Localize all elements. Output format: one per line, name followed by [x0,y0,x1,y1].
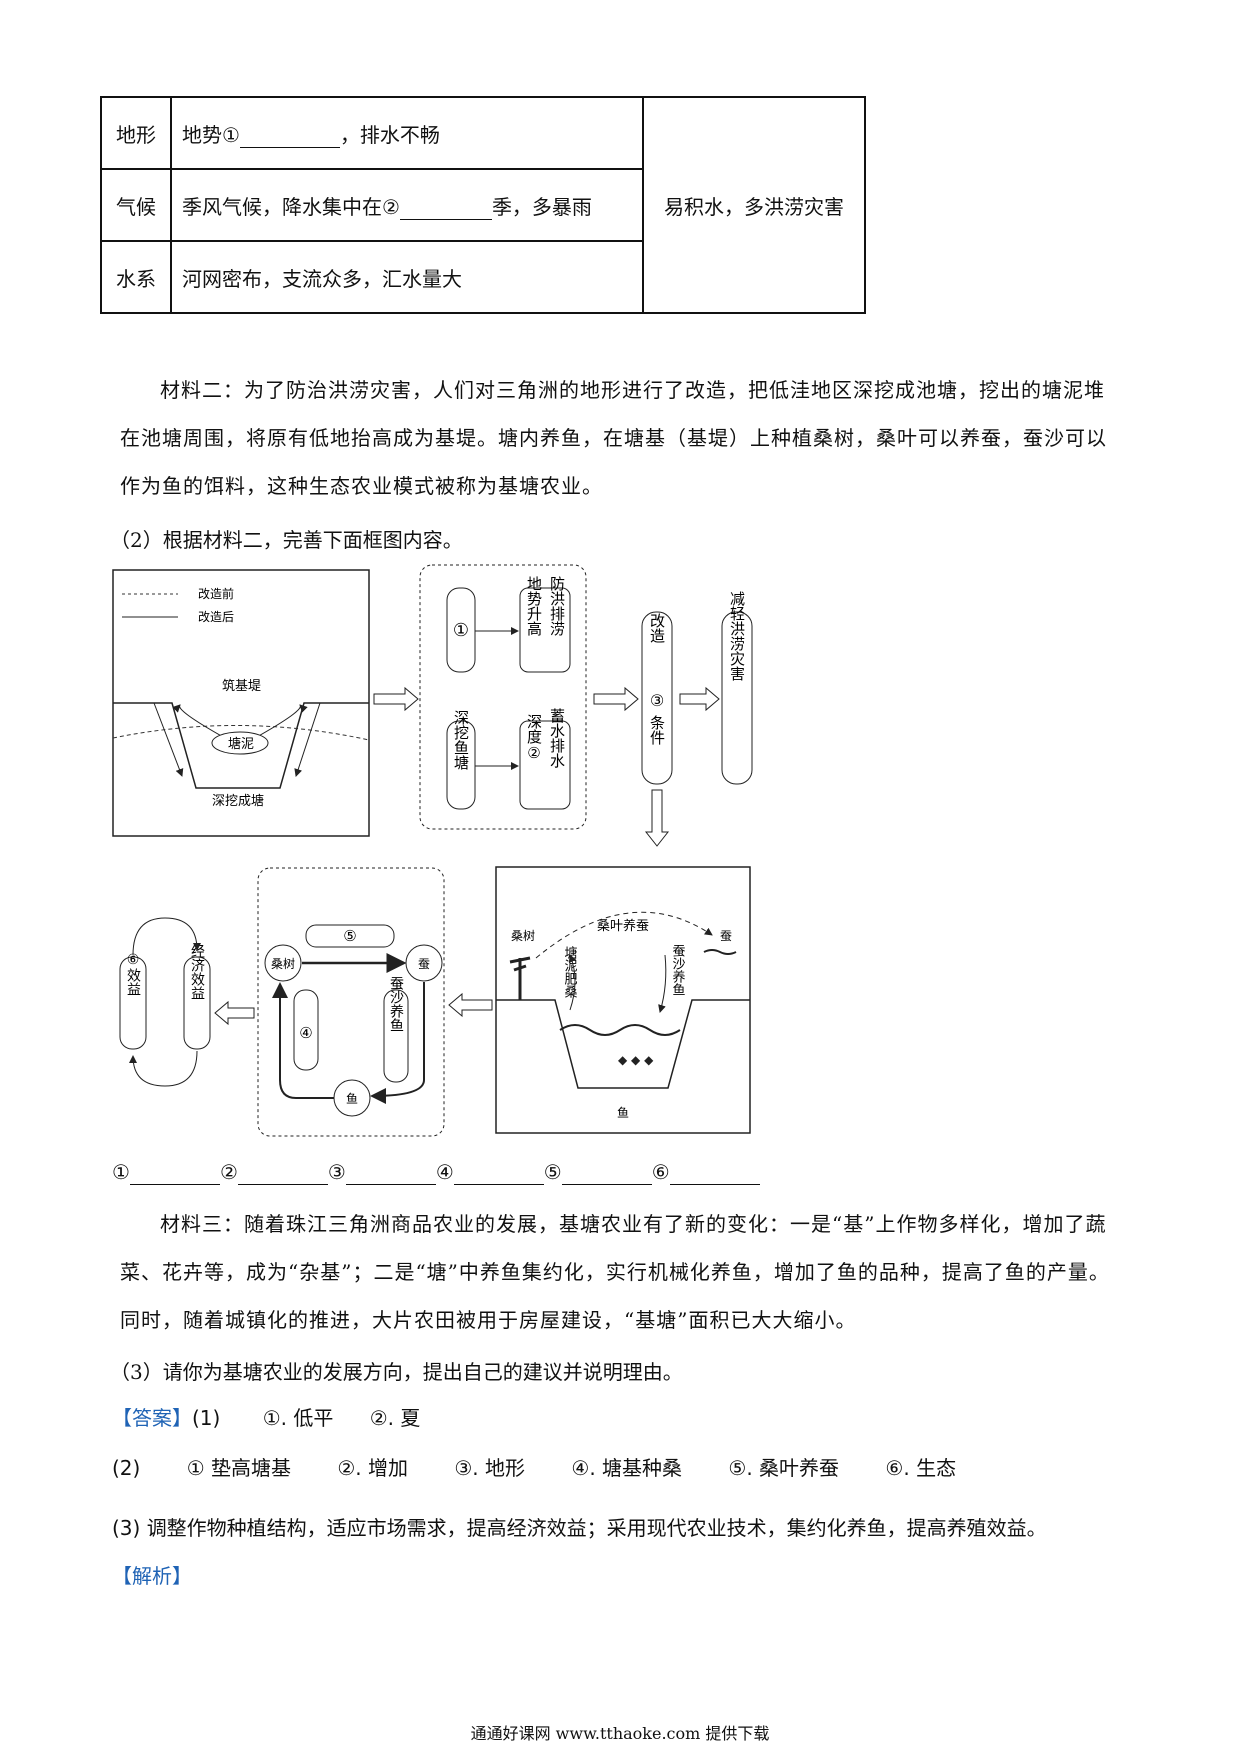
dike-pond-diagram: 改造前 改造后 筑基堤 塘泥 深挖成塘 ① 地势升高 防洪排涝 深挖鱼塘 深度②… [112,564,753,1137]
box-store: 蓄水排水 [548,708,566,768]
label-pond-mud: 塘泥 [228,736,254,752]
mulberry-tree-icon [509,956,531,1000]
blank-answer-6[interactable] [669,1160,760,1185]
box-reduce: 减轻洪涝灾害 [728,591,746,681]
flow-arrow [593,686,639,712]
legend-after: 改造后 [198,610,234,624]
flow-arrow-left [448,992,493,1018]
flow-arrow-down [644,789,670,847]
box-benefit-6 [119,956,147,1050]
blank-answer-3[interactable] [345,1160,436,1185]
legend-before: 改造前 [198,586,234,601]
answer-line-2: (2) ① 垫高塘基 ②. 增加 ③. 地形 ④. 塘基种桑 ⑤. 桑叶养蚕 ⑥… [112,1456,957,1480]
label-dig-pond: 深挖成塘 [212,793,264,809]
answer-line-1: 【答案】(1) ①. 低平 ②. 夏 [112,1406,421,1430]
label-sand-fish: 蚕沙养鱼 [670,944,686,996]
box-cond: 条件 [648,715,666,745]
table-row: 地形 地势① ，排水不畅 易积水，多洪涝灾害 [100,96,866,314]
box-blank-1 [446,587,476,673]
row-label: 水系 [100,240,172,314]
cycle-4-label: ④ [299,1024,312,1042]
label-silkworm: 蚕 [720,929,732,943]
benefit-6: ⑥效益 [125,952,141,996]
flow-arrow [679,686,720,712]
before-profile [112,724,370,741]
row-text: 地势① ，排水不畅 [170,96,644,170]
box-benefit-econ [183,956,211,1050]
label-build-dike: 筑基堤 [222,678,261,694]
row-label: 气候 [100,168,172,242]
box-depth: 深度② [525,714,543,762]
blank-1[interactable] [239,123,340,148]
box-reform-cond [641,611,673,785]
label-mulberry: 桑树 [511,928,535,943]
cycle-sand: 蚕沙养鱼 [388,976,404,1032]
cycle-box-5 [305,924,395,948]
flood-cause-table: 地形 地势① ，排水不畅 易积水，多洪涝灾害 气候 季风气候，降水集中在② 季，… [100,96,866,314]
cycle-sand-box [383,989,409,1083]
table-row: 气候 季风气候，降水集中在② 季，多暴雨 [100,168,865,242]
blank-2[interactable] [399,195,492,220]
fish-icon: ◆ ◆ ◆ [618,1053,654,1067]
label-leaf-silkworm: 桑叶养蚕 [597,918,649,934]
cycle-group [257,867,445,1137]
box-1-label: ① [453,620,469,641]
row-label: 地形 [100,96,172,170]
cycle-fish: 鱼 [346,1092,358,1106]
box-depth-store [519,720,571,810]
answer-line-3: (3) 调整作物种植结构，适应市场需求，提高经济效益；采用现代农业技术，集约化养… [112,1516,1047,1540]
table-row: 水系 河网密布，支流众多，汇水量大 [100,240,865,314]
box-3-label: ③ [650,691,664,710]
after-profile [113,702,369,789]
benefit-econ: 经济效益 [189,944,205,1000]
row-text: 河网密布，支流众多，汇水量大 [170,240,644,314]
blank-answer-4[interactable] [453,1160,544,1185]
answer-blanks-line: ① ② ③ ④ ⑤ ⑥ [112,1160,760,1185]
material-two: 材料二：为了防治洪涝灾害，人们对三角洲的地形进行了改造，把低洼地区深挖成池塘，挖… [120,378,1107,498]
box-raise-flood [519,587,571,673]
question-three: （3）请你为基塘农业的发展方向，提出自己的建议并说明理由。 [110,1360,683,1384]
analysis-label: 【解析】 [112,1564,192,1588]
material-three: 材料三：随着珠江三角洲商品农业的发展，基塘农业有了新的变化：一是“基”上作物多样… [120,1212,1110,1332]
box-dig: 深挖鱼塘 [452,710,470,770]
cycle-silkworm: 蚕 [418,957,430,971]
table-result: 易积水，多洪涝灾害 [642,96,866,314]
label-fish: 鱼 [617,1106,629,1120]
box-dig-pond [446,720,476,810]
answer-label: 【答案】 [112,1406,192,1430]
blank-answer-1[interactable] [129,1160,220,1185]
page-footer: 通通好课网 www.tthaoke.com 提供下载 [470,1724,770,1743]
cycle-mulberry: 桑树 [271,956,295,971]
blank-answer-2[interactable] [237,1160,328,1185]
box-reform: 改造 [648,613,666,644]
cycle-5-label: ⑤ [343,927,356,945]
row-text: 季风气候，降水集中在② 季，多暴雨 [170,168,644,242]
node-mulberry [264,944,302,982]
flow-arrow-left [214,1000,255,1026]
silkworm-icon [703,949,737,955]
question-two: （2）根据材料二，完善下面框图内容。 [110,528,463,552]
box-reduce-disaster [721,611,753,785]
box-flood: 防洪排涝 [548,576,566,637]
cycle-box-4 [293,989,319,1071]
flow-arrow [373,686,419,712]
box-raise: 地势升高 [525,576,543,636]
blank-answer-5[interactable] [561,1160,652,1185]
